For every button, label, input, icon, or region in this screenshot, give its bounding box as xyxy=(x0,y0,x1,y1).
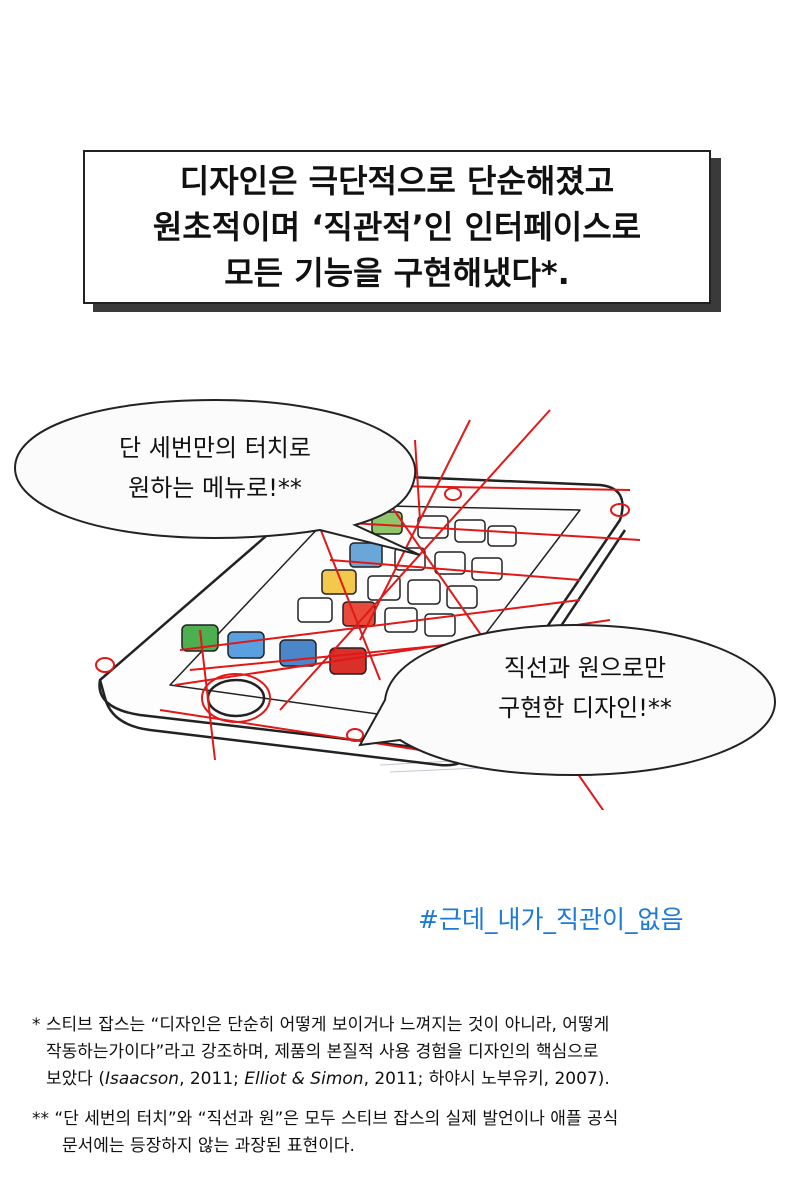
app-icon xyxy=(367,575,401,601)
footnote-2-line-2: 문서에는 등장하지 않는 과장된 표현이다. xyxy=(62,1136,355,1156)
app-icon xyxy=(279,639,317,667)
bubble-left-line-2: 원하는 메뉴로!** xyxy=(128,474,302,502)
citation-year-1: , 2011; xyxy=(179,1069,245,1089)
app-icon xyxy=(349,542,383,568)
citation-rest: , 2011; 하야시 노부유키, 2007). xyxy=(363,1069,610,1089)
speech-bubble-left xyxy=(13,398,421,556)
footnote-1-line-3: 보았다 (Isaacson, 2011; Elliot & Simon, 201… xyxy=(32,1066,777,1093)
citation-author-1: Isaacson xyxy=(104,1069,180,1089)
speech-bubble-left-text: 단 세번만의 터치로 원하는 메뉴로!** xyxy=(40,428,390,508)
bubble-left-line-1: 단 세번만의 터치로 xyxy=(119,434,311,462)
title-box: 디자인은 극단적으로 단순해졌고 원초적이며 ‘직관적’인 인터페이스로 모든 … xyxy=(83,150,711,304)
footnote-1-line-2: 작동하는가이다”라고 강조하며, 제품의 본질적 사용 경험을 디자인의 핵심으… xyxy=(46,1042,599,1062)
footnote-2-line-1: ** “단 세번의 터치”와 “직선과 원”은 모두 스티브 잡스의 실제 발언… xyxy=(32,1109,619,1129)
title-line-1: 디자인은 극단적으로 단순해졌고 xyxy=(179,162,615,200)
app-icon xyxy=(297,597,333,623)
bubble-right-line-2: 구현한 디자인!** xyxy=(498,694,672,722)
app-icon xyxy=(407,579,441,605)
hashtag: #근데_내가_직관이_없음 xyxy=(418,905,684,934)
bubble-right-line-1: 직선과 원으로만 xyxy=(503,654,667,682)
title-line-3: 모든 기능을 구현해냈다*. xyxy=(224,254,570,292)
footnote-1-line-1: * 스티브 잡스는 “디자인은 단순히 어떻게 보이거나 느껴지는 것이 아니라… xyxy=(32,1015,610,1035)
app-icon xyxy=(446,585,478,609)
app-icon xyxy=(424,613,456,637)
footnote-2: ** “단 세번의 터치”와 “직선과 원”은 모두 스티브 잡스의 실제 발언… xyxy=(32,1106,777,1160)
app-icon xyxy=(487,525,517,547)
citation-author-2: Elliot & Simon xyxy=(244,1069,364,1089)
title-line-2: 원초적이며 ‘직관적’인 인터페이스로 xyxy=(152,208,642,246)
footnote-1: * 스티브 잡스는 “디자인은 단순히 어떻게 보이거나 느껴지는 것이 아니라… xyxy=(32,1012,777,1093)
app-icon xyxy=(227,631,265,659)
phone-sketch-illustration xyxy=(13,398,777,810)
footnote-1-prefix: 보았다 ( xyxy=(46,1069,105,1089)
speech-bubble-right xyxy=(358,623,777,777)
app-icon xyxy=(471,557,503,581)
speech-bubble-right-text: 직선과 원으로만 구현한 디자인!** xyxy=(420,648,750,728)
app-icon xyxy=(321,569,357,595)
